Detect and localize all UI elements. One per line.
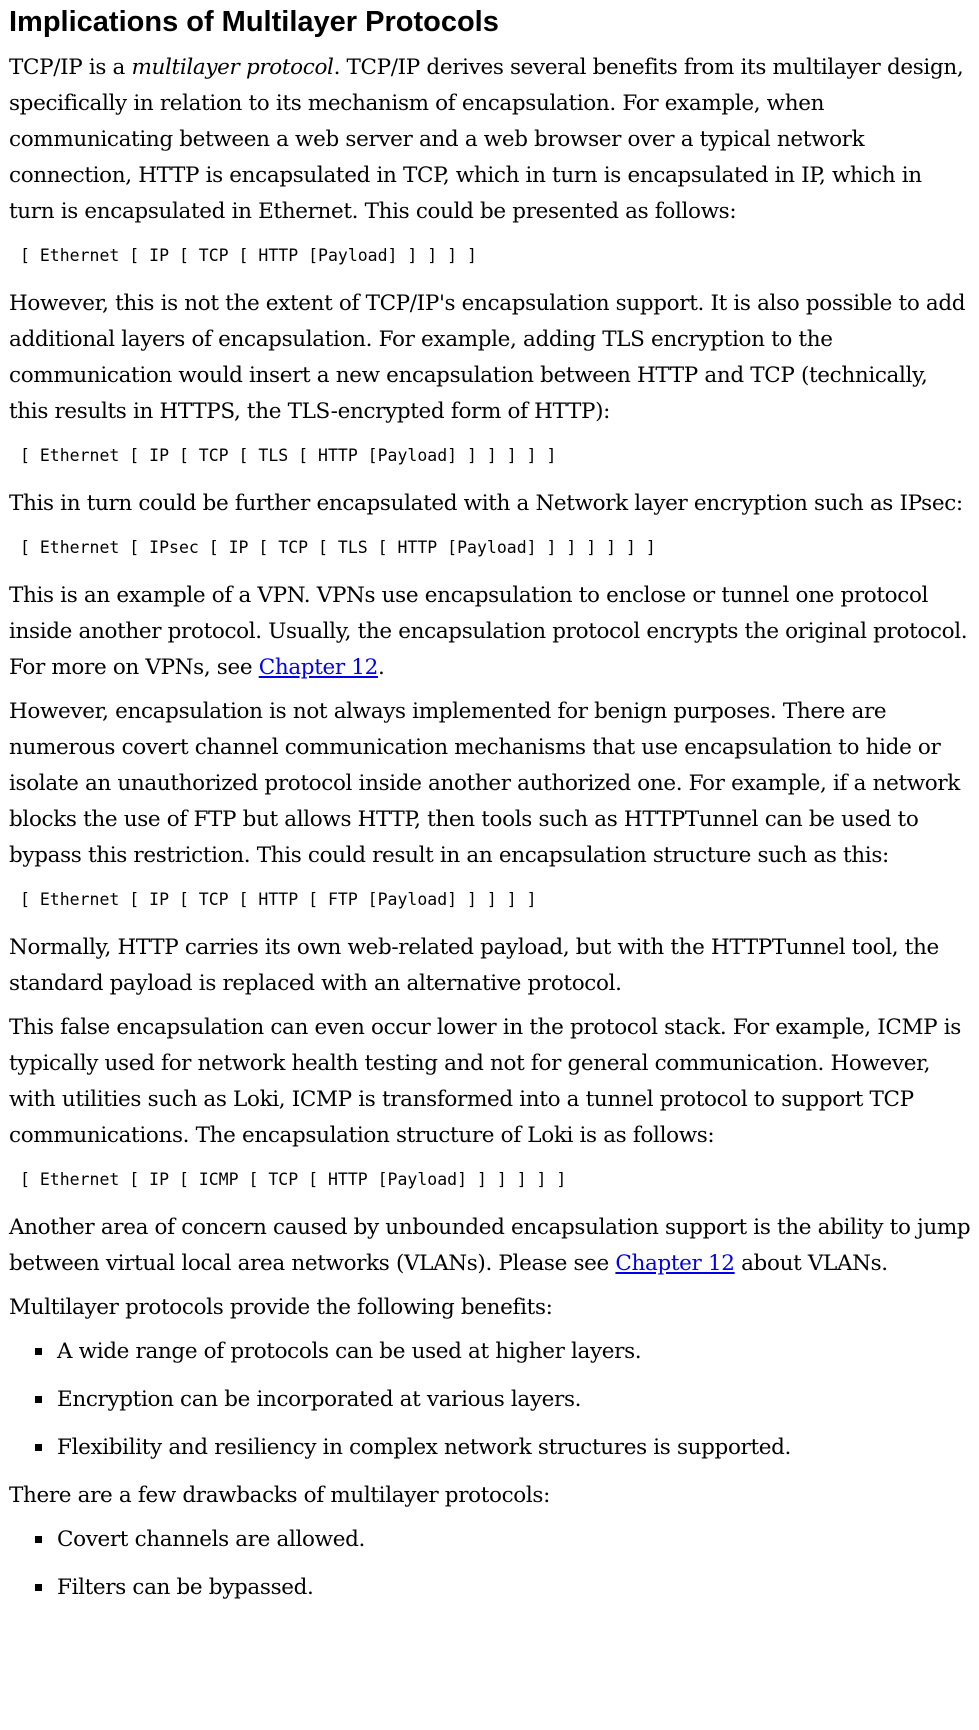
bullet-icon [35,1348,42,1355]
paragraph-vlans: Another area of concern caused by unboun… [9,1210,971,1282]
paragraph-benefits-intro: Multilayer protocols provide the followi… [9,1295,553,1320]
list-item: Encryption can be incorporated at variou… [9,1382,971,1418]
list-item-text: Filters can be bypassed. [57,1575,314,1600]
paragraph-vpn-text-start: This is an example of a VPN. VPNs use en… [9,583,968,680]
paragraph-intro: TCP/IP is a multilayer protocol. TCP/IP … [9,50,971,230]
document-page: Implications of Multilayer Protocols TCP… [9,0,971,1618]
benefits-list: A wide range of protocols can be used at… [9,1334,971,1466]
code-example-ipsec: [ Ethernet [ IPsec [ IP [ TCP [ TLS [ HT… [20,538,656,557]
chapter-12-link-vlans[interactable]: Chapter 12 [615,1251,735,1276]
paragraph-intro-text-end: . TCP/IP derives several benefits from i… [9,55,964,224]
list-item: Flexibility and resiliency in complex ne… [9,1430,971,1466]
list-item: A wide range of protocols can be used at… [9,1334,971,1370]
code-example-tls: [ Ethernet [ IP [ TCP [ TLS [ HTTP [Payl… [20,446,557,465]
bullet-icon [35,1444,42,1451]
drawbacks-list: Covert channels are allowed. Filters can… [9,1522,971,1606]
code-example-ftp-tunnel: [ Ethernet [ IP [ TCP [ HTTP [ FTP [Payl… [20,890,537,909]
paragraph-intro-text-start: TCP/IP is a [9,55,132,80]
list-item: Covert channels are allowed. [9,1522,971,1558]
paragraph-vpn-text-end: . [377,655,385,680]
section-heading: Implications of Multilayer Protocols [9,6,499,38]
emphasis-multilayer-protocol: multilayer protocol [131,55,334,80]
bullet-icon [35,1396,42,1403]
paragraph-tls: However, this is not the extent of TCP/I… [9,291,966,424]
list-item-text: Flexibility and resiliency in complex ne… [57,1435,792,1460]
bullet-icon [35,1584,42,1591]
paragraph-drawbacks-intro: There are a few drawbacks of multilayer … [9,1483,550,1508]
paragraph-loki: This false encapsulation can even occur … [9,1015,961,1148]
list-item-text: Covert channels are allowed. [57,1527,365,1552]
paragraph-vlans-text-start: Another area of concern caused by unboun… [9,1215,971,1276]
code-example-http: [ Ethernet [ IP [ TCP [ HTTP [Payload] ]… [20,246,477,265]
code-example-loki: [ Ethernet [ IP [ ICMP [ TCP [ HTTP [Pay… [20,1170,567,1189]
paragraph-vlans-text-end: about VLANs. [734,1251,888,1276]
list-item: Filters can be bypassed. [9,1570,971,1606]
paragraph-covert-channels: However, encapsulation is not always imp… [9,699,960,868]
chapter-12-link[interactable]: Chapter 12 [258,655,379,680]
paragraph-vpn: This is an example of a VPN. VPNs use en… [9,578,971,686]
bullet-icon [35,1536,42,1543]
paragraph-httptunnel: Normally, HTTP carries its own web-relat… [9,935,939,996]
list-item-text: A wide range of protocols can be used at… [57,1339,642,1364]
list-item-text: Encryption can be incorporated at variou… [57,1387,582,1412]
paragraph-ipsec: This in turn could be further encapsulat… [9,491,963,516]
